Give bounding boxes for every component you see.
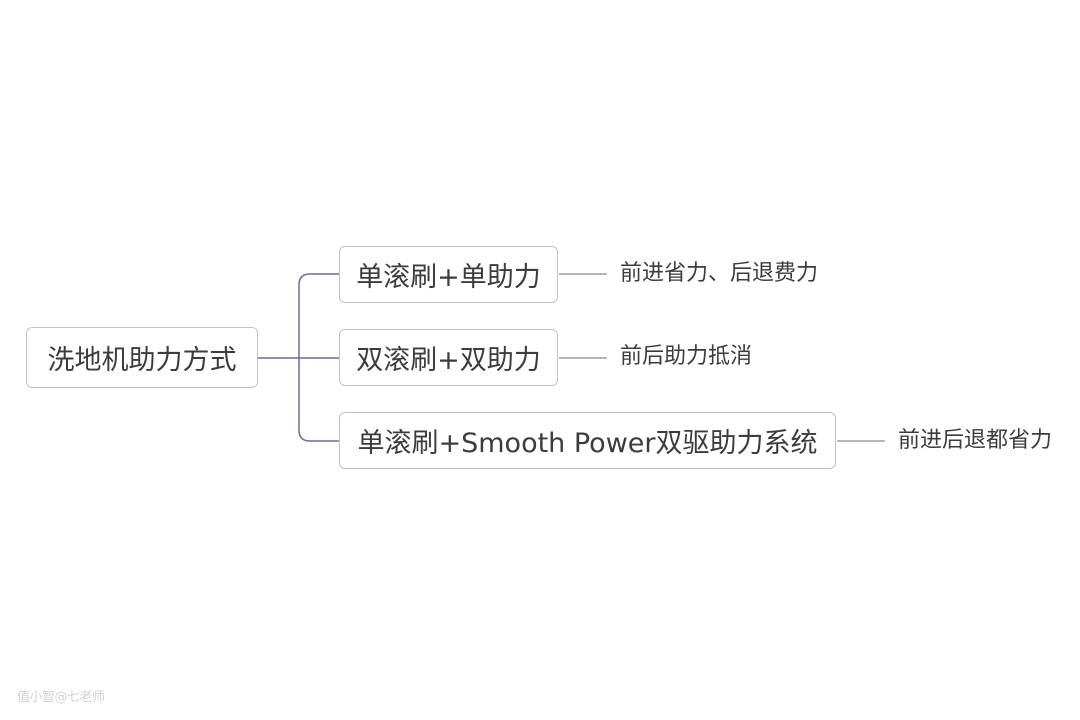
branch-node-single-brush-single-assist[interactable]: 单滚刷+单助力	[339, 246, 558, 303]
leaf-note-2[interactable]: 前后助力抵消	[620, 344, 753, 369]
leaf-note-1[interactable]: 前进省力、后退费力	[620, 261, 819, 286]
leaf-note-3[interactable]: 前进后退都省力	[898, 428, 1053, 453]
branch-connector-3	[298, 358, 339, 442]
branch-node-label: 单滚刷+Smooth Power双驱助力系统	[357, 428, 818, 459]
branch-node-smooth-power[interactable]: 单滚刷+Smooth Power双驱助力系统	[339, 412, 836, 469]
branch-connector-1	[298, 273, 339, 358]
branch-node-label: 单滚刷+单助力	[356, 262, 541, 293]
root-node-label: 洗地机助力方式	[47, 345, 237, 376]
root-node[interactable]: 洗地机助力方式	[26, 327, 258, 388]
branch-node-double-brush-double-assist[interactable]: 双滚刷+双助力	[339, 329, 558, 386]
watermark: 值小智@七老师	[17, 690, 105, 705]
branch-node-label: 双滚刷+双助力	[356, 345, 541, 376]
